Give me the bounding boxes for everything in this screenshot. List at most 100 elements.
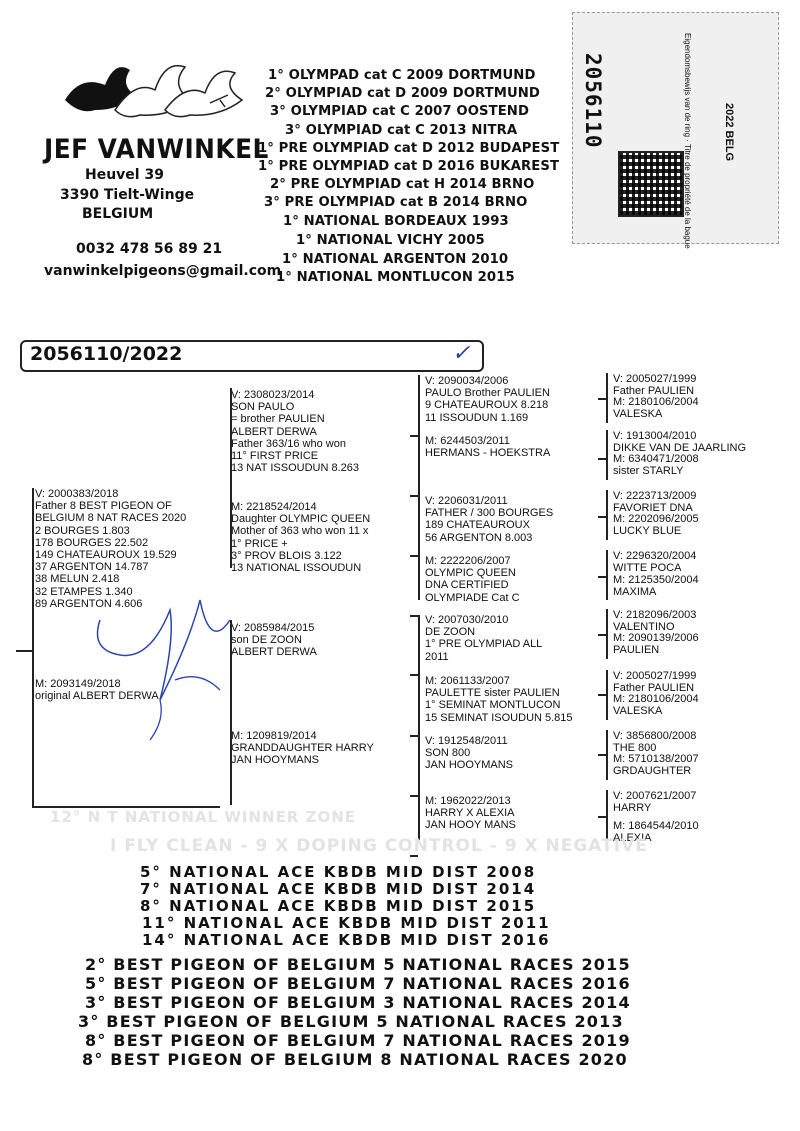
pedigree-line: VALESKA <box>613 408 663 421</box>
pedigree-line: 56 ARGENTON 8.003 <box>425 531 533 544</box>
pedigree-connector <box>32 488 34 808</box>
pedigree-connector <box>598 634 606 636</box>
pedigree-line: ALEXIA <box>613 832 652 845</box>
pedigree-line: 15 SEMINAT ISOUDUN 5.815 <box>425 711 573 724</box>
breeder-phone: 0032 478 56 89 21 <box>76 241 223 257</box>
pedigree-line: SON 800 <box>425 747 471 760</box>
pedigree-line: 13 NAT ISSOUDUN 8.263 <box>231 462 359 475</box>
pedigree-line: M: 1209819/2014 <box>231 730 317 742</box>
pedigree-line: 2 BOURGES 1.803 <box>35 524 130 537</box>
pedigree-line: PAULO Brother PAULIEN <box>425 387 550 400</box>
pedigree-line: M: 1962022/2013 <box>425 795 511 807</box>
pedigree-connector <box>410 674 418 676</box>
pedigree-connector <box>606 430 608 480</box>
pedigree-line: V: 2000383/2018 <box>35 488 119 500</box>
pedigree-line: 178 BOURGES 22.502 <box>35 536 149 549</box>
pedigree-connector <box>598 754 606 756</box>
pedigree-connector <box>230 620 232 805</box>
pedigree-line: DNA CERTIFIED <box>425 579 509 592</box>
headline-result: 3° OLYMPIAD cat C 2013 NITRA <box>285 123 518 138</box>
pedigree-line: M: 5710138/2007 <box>613 753 699 765</box>
pedigree-connector <box>598 398 606 400</box>
pedigree-line: V: 1912548/2011 <box>425 735 508 747</box>
pedigree-line: M: 2061133/2007 <box>425 675 510 687</box>
pedigree-line: = brother PAULIEN <box>231 413 325 426</box>
pedigree-line: HERMANS - HOEKSTRA <box>425 447 551 460</box>
pedigree-line: V: 2223713/2009 <box>613 490 697 502</box>
pedigree-line: 11 ISSOUDUN 1.169 <box>425 411 529 424</box>
pedigree-line: V: 2005027/1999 <box>613 373 697 385</box>
stamp-year: 2022 BELG <box>723 103 735 162</box>
pedigree-line: 3° PROV BLOIS 3.122 <box>231 549 342 562</box>
best-pigeon-result: 2° BEST PIGEON OF BELGIUM 5 NATIONAL RAC… <box>85 955 631 974</box>
pedigree-line: M: 2202096/2005 <box>613 513 699 525</box>
pedigree-line: 13 NATIONAL ISSOUDUN <box>231 562 362 575</box>
pedigree-connector <box>418 615 420 735</box>
breeder-street: Heuvel 39 <box>85 167 164 183</box>
signature-icon <box>96 599 231 741</box>
pedigree-connector <box>606 550 608 600</box>
headline-result: 1° NATIONAL VICHY 2005 <box>296 233 485 248</box>
pedigree-line: V: 2007030/2010 <box>425 614 509 626</box>
headline-result: 1° PRE OLYMPIAD cat D 2016 BUKAREST <box>258 159 560 174</box>
pedigree-line: OLYMPIC QUEEN <box>425 567 516 580</box>
pedigree-line: M: 2218524/2014 <box>231 501 317 513</box>
pedigree-line: THE 800 <box>613 742 657 755</box>
pedigree-connector <box>606 670 608 720</box>
pedigree-line: V: 2005027/1999 <box>613 670 697 682</box>
headline-result: 2° PRE OLYMPIAD cat H 2014 BRNO <box>270 177 535 192</box>
pedigree-line: OLYMPIADE Cat C <box>425 591 520 604</box>
pedigree-line: M: 6244503/2011 <box>425 435 510 447</box>
ace-result: 14° NATIONAL ACE KBDB MID DIST 2016 <box>142 931 551 949</box>
pedigree-line: M: 1864544/2010 <box>613 820 699 832</box>
breeder-name: JEF VANWINKEL <box>44 134 269 165</box>
pedigree-line: V: 2090034/2006 <box>425 375 509 387</box>
pedigree-connector <box>598 516 606 518</box>
pedigree-connector <box>410 735 418 737</box>
pedigree-line: JAN HOOYMANS <box>231 754 320 767</box>
pedigree-line: FAVORIET DNA <box>613 502 693 515</box>
pedigree-line: PAULIEN <box>613 644 660 657</box>
pedigree-line: DIKKE VAN DE JAARLING <box>613 442 747 455</box>
pedigree-line: ALBERT DERWA <box>231 646 317 659</box>
pedigree-line: M: 2093149/2018 <box>35 678 121 690</box>
pedigree-line: Father 8 BEST PIGEON OF <box>35 500 172 513</box>
pedigree-line: V: 1913004/2010 <box>613 430 697 442</box>
pedigree-line: VALENTINO <box>613 621 675 634</box>
pedigree-connector <box>410 615 418 617</box>
pedigree-line: 189 CHATEAUROUX <box>425 519 530 532</box>
pedigree-connector <box>598 694 606 696</box>
pedigree-line: 11° FIRST PRICE <box>231 450 319 463</box>
pedigree-line: V: 2296320/2004 <box>613 550 697 562</box>
checkmark-icon: ✓ <box>452 340 471 365</box>
pedigree-connector <box>606 490 608 540</box>
pedigree-connector <box>410 855 418 857</box>
pedigree-line: 32 ETAMPES 1.340 <box>35 585 133 598</box>
pedigree-line: Father PAULIEN <box>613 682 695 695</box>
pedigree-line: MAXIMA <box>613 586 657 599</box>
pedigree-connector <box>606 373 608 423</box>
best-pigeon-result: 8° BEST PIGEON OF BELGIUM 7 NATIONAL RAC… <box>85 1031 631 1050</box>
pedigree-line: 1° PRE OLYMPIAD ALL <box>425 638 543 651</box>
pedigree-line: V: 2182096/2003 <box>613 609 697 621</box>
ring-number: 2056110/2022 <box>30 343 183 365</box>
pedigree-line: son DE ZOON <box>231 634 302 647</box>
pedigree-line: Father PAULIEN <box>613 385 695 398</box>
pedigree-connector <box>32 806 220 808</box>
ace-result: 5° NATIONAL ACE KBDB MID DIST 2008 <box>140 863 537 881</box>
pedigree-line: GRANDDAUGHTER HARRY <box>231 742 374 755</box>
